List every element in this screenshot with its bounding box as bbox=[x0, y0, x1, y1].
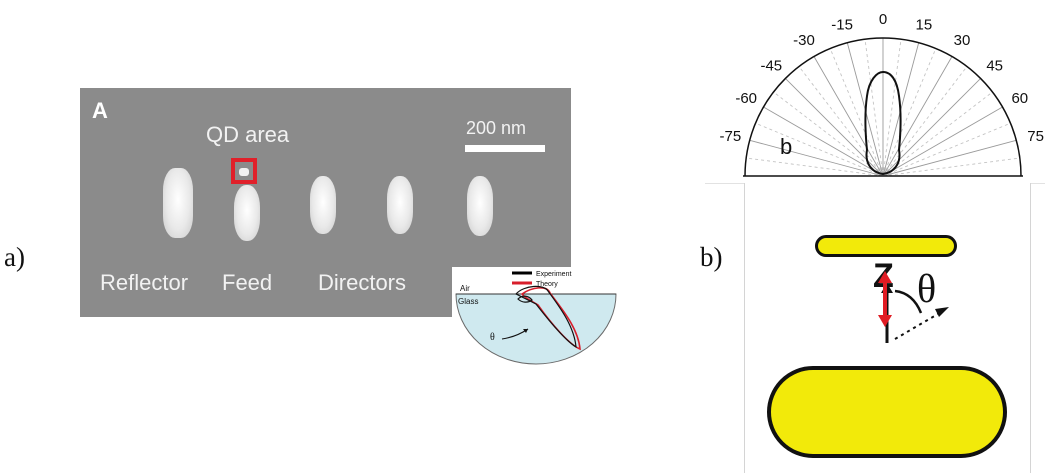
polar-tick-label: 15 bbox=[916, 16, 933, 33]
polar-spoke bbox=[882, 91, 993, 177]
polar-spoke bbox=[755, 122, 884, 177]
quantum-dot bbox=[239, 168, 249, 176]
polar-spoke bbox=[864, 39, 884, 177]
polar-tick-label: 60 bbox=[1011, 90, 1028, 107]
director-rod bbox=[310, 176, 336, 234]
polar-spoke bbox=[882, 122, 1011, 177]
polar-spoke bbox=[773, 91, 884, 177]
glass-label: Glass bbox=[458, 297, 478, 306]
long-antenna-element bbox=[767, 366, 1007, 458]
qd-area-label: QD area bbox=[206, 122, 290, 147]
panel-label-a: a) bbox=[4, 242, 25, 272]
polar-spoke bbox=[882, 157, 1020, 177]
sem-image: A QD area 200 nm Reflector Feed Director… bbox=[80, 88, 571, 317]
polar-tick-label: -75 bbox=[720, 128, 742, 145]
director-rod bbox=[467, 176, 493, 236]
polar-tick-label: -45 bbox=[760, 57, 782, 74]
air-label: Air bbox=[460, 284, 470, 293]
polar-tick-label: 30 bbox=[954, 32, 971, 49]
theta-arc bbox=[894, 289, 923, 314]
feed-rod bbox=[234, 185, 260, 241]
polar-spoke bbox=[882, 106, 1003, 177]
short-antenna-element bbox=[815, 235, 957, 257]
legend-theory-text: Theory bbox=[536, 281, 558, 288]
polar-tick-label: -60 bbox=[735, 90, 757, 107]
polar-spoke bbox=[829, 48, 884, 177]
polar-spoke bbox=[813, 56, 884, 177]
polar-spoke bbox=[798, 66, 884, 177]
polar-spoke bbox=[763, 106, 884, 177]
sem-panel-letter: A bbox=[92, 98, 108, 123]
polar-spoke bbox=[882, 56, 953, 177]
qd-highlight-box bbox=[231, 158, 257, 184]
reflector-label: Reflector bbox=[100, 270, 189, 295]
dipole-arrowhead-down bbox=[878, 315, 892, 327]
antenna-diagram: Z θ bbox=[744, 183, 1031, 473]
polar-spoke bbox=[882, 48, 937, 177]
polar-tick-label: 45 bbox=[986, 57, 1003, 74]
dipole-arrowhead-up bbox=[878, 271, 892, 283]
polar-spoke bbox=[882, 66, 968, 177]
dipole-geometry bbox=[878, 271, 949, 343]
emission-direction-line bbox=[894, 310, 944, 340]
scale-bar-label: 200 nm bbox=[466, 118, 527, 138]
polar-spoke bbox=[882, 139, 1017, 177]
polar-tick-label: 75 bbox=[1027, 128, 1044, 145]
panel-label-b: b) bbox=[700, 242, 723, 272]
experiment-curve bbox=[515, 285, 577, 349]
theta-symbol: θ bbox=[917, 266, 937, 311]
polar-radiation-plot: -75 -60-45 -30 -15 0 15 30 45 60 75 b bbox=[720, 11, 1044, 177]
polar-outer-arc bbox=[744, 37, 1022, 177]
inset-theta-arrowhead bbox=[523, 329, 528, 333]
polar-tick-labels: -75 -60-45 -30 -15 0 15 30 45 60 75 bbox=[720, 11, 1044, 145]
inset-theta-symbol: θ bbox=[490, 332, 495, 343]
polar-spoke bbox=[746, 157, 884, 177]
legend-experiment-text: Experiment bbox=[536, 271, 571, 278]
directors-label: Directors bbox=[318, 270, 407, 295]
emission-direction-arrowhead bbox=[935, 307, 949, 317]
reflector-rod bbox=[163, 168, 193, 238]
polar-spoke bbox=[882, 39, 902, 177]
polar-spoke bbox=[749, 139, 884, 177]
scale-bar bbox=[465, 145, 545, 152]
polar-panel-letter: b bbox=[780, 134, 792, 159]
director-rod bbox=[387, 176, 413, 234]
radiation-lobe bbox=[864, 70, 902, 176]
polar-tick-label: -15 bbox=[831, 16, 853, 33]
feed-label: Feed bbox=[222, 270, 273, 295]
polar-tick-label: 0 bbox=[879, 11, 887, 28]
inset-radiation-plot: Experiment Theory Air Glass θ bbox=[452, 267, 620, 367]
polar-tick-label: -30 bbox=[793, 32, 815, 49]
